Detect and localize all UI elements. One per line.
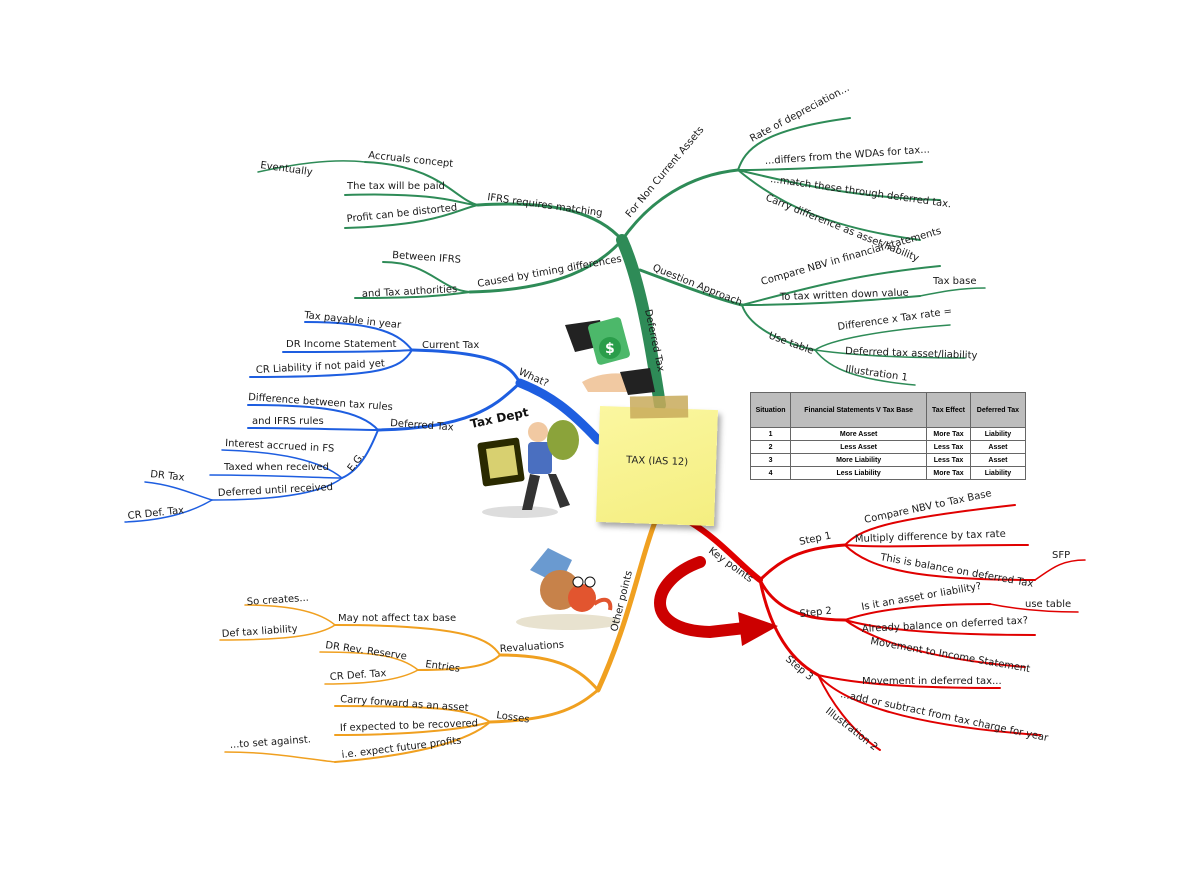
ifrs-item: Accruals concept: [368, 150, 454, 170]
table-cell: Asset: [969, 453, 1027, 467]
losses-item: Carry forward as an asset: [340, 694, 469, 714]
deferred-branch-lines: [257, 117, 986, 411]
ifrs-item: The tax will be paid: [346, 181, 445, 192]
table-header-row: Situation Financial Statements V Tax Bas…: [749, 392, 1027, 428]
other-branch-lines: [219, 519, 658, 763]
table-header: Tax Effect: [926, 392, 971, 428]
svg-text:$: $: [605, 341, 615, 357]
ifrs-label: IFRS requires matching: [487, 192, 604, 219]
table-header: Situation: [749, 392, 792, 428]
table-cell: Asset: [969, 440, 1027, 454]
table-cell: More Tax: [926, 466, 971, 480]
reval-item: DR Rev. Reserve: [325, 640, 408, 662]
table-cell: More Asset: [790, 427, 928, 441]
tax-dept-sign: Tax Dept: [469, 405, 530, 431]
losses-item: i.e. expect future profits: [341, 735, 462, 761]
table-header: Deferred Tax: [969, 392, 1027, 428]
key-branch-lines: [687, 504, 1086, 751]
current-tax-item: DR Income Statement: [286, 339, 397, 350]
losses-label: Losses: [496, 710, 531, 726]
table-row: 3 More Liability Less Tax Asset: [749, 453, 1027, 467]
reval-item: CR Def. Tax: [329, 668, 386, 683]
step1-label: Step 1: [798, 530, 832, 547]
timing-item: and Tax authorities: [362, 284, 458, 300]
table-cell: 3: [749, 453, 792, 467]
reval-item: May not affect tax base: [338, 613, 456, 624]
revaluations-label: Revaluations: [499, 640, 564, 655]
current-tax-label: Current Tax: [422, 340, 479, 351]
nca-label: For Non Current Assets: [624, 125, 706, 220]
table-cell: Liability: [969, 466, 1027, 480]
ifrs-item: Profit can be distorted: [346, 202, 458, 225]
step2-item: Movement to Income Statement: [869, 636, 1030, 675]
qa-item: Use table: [767, 330, 815, 356]
qa-item: Difference x Tax rate =: [837, 306, 953, 333]
deferred-tax-item: and IFRS rules: [252, 416, 324, 427]
table-cell: Less Liability: [790, 466, 928, 480]
qa-item: Deferred tax asset/liability: [845, 346, 978, 362]
table-cell: More Tax: [926, 427, 971, 441]
deferred-tax-item: Interest accrued in FS: [225, 438, 335, 455]
qa-item: Tax base: [932, 276, 977, 287]
deferred-tax-item: Taxed when received: [223, 462, 329, 473]
tax-dept-illustration: Tax Dept: [469, 405, 579, 518]
timing-label: Caused by timing differences: [477, 254, 623, 290]
deferred-tax-item: Difference between tax rules: [248, 392, 393, 413]
situation-table: Situation Financial Statements V Tax Bas…: [749, 392, 1027, 480]
center-sticky-note: TAX (IAS 12): [596, 395, 718, 527]
losses-item: If expected to be recovered: [340, 718, 478, 734]
table-cell: More Liability: [790, 453, 928, 467]
qa-item: Illustration 1: [845, 364, 909, 384]
current-tax-item: Tax payable in year: [303, 310, 403, 331]
step3-item: Movement in deferred tax...: [862, 676, 1002, 687]
losses-item: ...to set against.: [229, 734, 311, 751]
table-cell: 1: [749, 427, 792, 441]
red-curved-arrow: [654, 556, 778, 646]
money-hands-illustration: $: [565, 317, 655, 395]
step2-item: Is it an asset or liability?: [861, 581, 983, 613]
table-row: 4 Less Liability More Tax Liability: [749, 466, 1027, 480]
step3-item: Illustration 2: [823, 706, 879, 753]
qa-label: Question Approach: [651, 263, 744, 309]
reval-item: So creates...: [246, 593, 309, 608]
tape: [629, 395, 689, 419]
ifrs-item: Eventually: [260, 160, 314, 178]
step2-label: Step 2: [799, 606, 832, 620]
step3-item: ...add or subtract from tax charge for y…: [839, 689, 1050, 744]
timing-item: Between IFRS: [392, 250, 462, 266]
reval-item: Def tax liability: [221, 624, 298, 640]
crab-illustration: [516, 548, 620, 630]
step2-item: use table: [1025, 599, 1071, 610]
qa-item: To tax written down value: [779, 288, 909, 304]
deferred-tax-item: DR Tax: [150, 469, 185, 484]
table-cell: 2: [749, 440, 792, 454]
deferred-tax-what-label: Deferred Tax: [390, 418, 454, 433]
nca-item: Rate of depreciation...: [748, 83, 851, 145]
table-row: 1 More Asset More Tax Liability: [749, 427, 1027, 441]
table-cell: Liability: [969, 427, 1027, 441]
table-row: 2 Less Asset Less Tax Asset: [749, 440, 1027, 454]
reval-item: Entries: [425, 659, 461, 675]
what-branch-lines: [124, 321, 603, 523]
center-title: TAX (IAS 12): [625, 454, 689, 469]
deferred-tax-item: E.G.: [346, 451, 367, 474]
table-cell: Less Asset: [790, 440, 928, 454]
table-cell: Less Tax: [926, 453, 971, 467]
step1-item: SFP: [1052, 550, 1070, 561]
table-header: Financial Statements V Tax Base: [790, 392, 928, 428]
table-cell: 4: [749, 466, 792, 480]
step1-item: Multiply difference by tax rate: [855, 529, 1006, 545]
table-cell: Less Tax: [926, 440, 971, 454]
step1-item: Compare NBV to Tax Base: [863, 488, 992, 526]
